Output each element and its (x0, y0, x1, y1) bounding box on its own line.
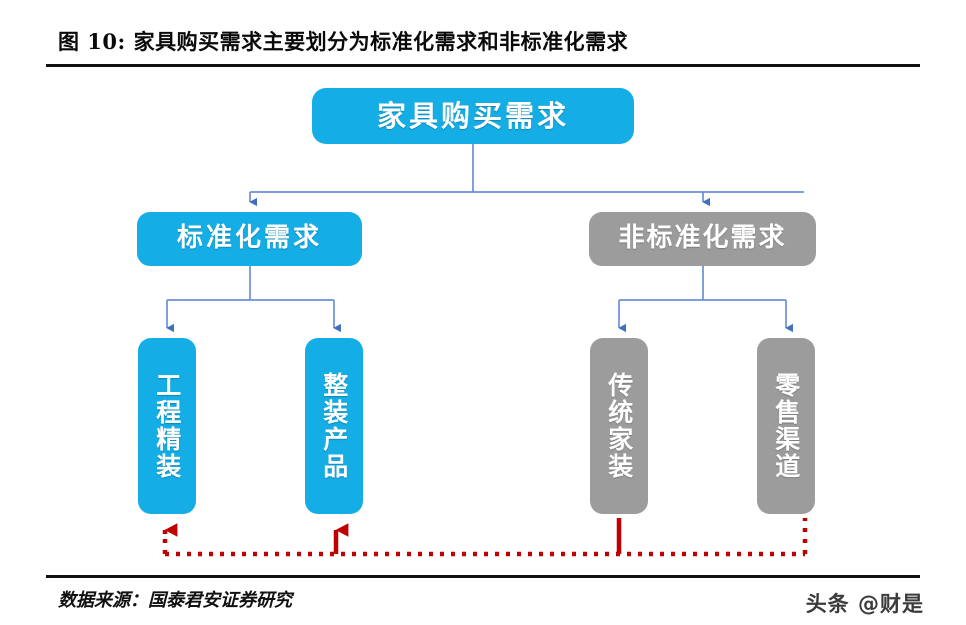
node-whole-house-products[interactable]: 整装产品 (305, 338, 363, 514)
connector-root-to-level2 (249, 144, 804, 207)
title-rule (46, 64, 920, 67)
node-engineering-fine-decoration[interactable]: 工程精装 (138, 338, 196, 514)
figure-title: 图 10: 家具购买需求主要划分为标准化需求和非标准化需求 (58, 29, 629, 54)
node-traditional-home-decoration[interactable]: 传统家装 (590, 338, 648, 514)
feedback-red-bus (162, 518, 808, 557)
feedback-red-arrows (162, 523, 349, 537)
source-rule (46, 575, 920, 578)
node-root-furniture-demand[interactable]: 家具购买需求 (312, 88, 634, 144)
watermark: 头条 @财是 (805, 592, 924, 616)
node-nonstandardized-demand[interactable]: 非标准化需求 (589, 212, 816, 266)
source-note: 数据来源：国泰君安证券研究 (58, 590, 292, 611)
connector-standard-to-children (166, 266, 341, 333)
node-retail-channel[interactable]: 零售渠道 (757, 338, 815, 514)
node-standardized-demand[interactable]: 标准化需求 (137, 212, 362, 266)
connector-nonstandard-to-children (618, 266, 793, 333)
